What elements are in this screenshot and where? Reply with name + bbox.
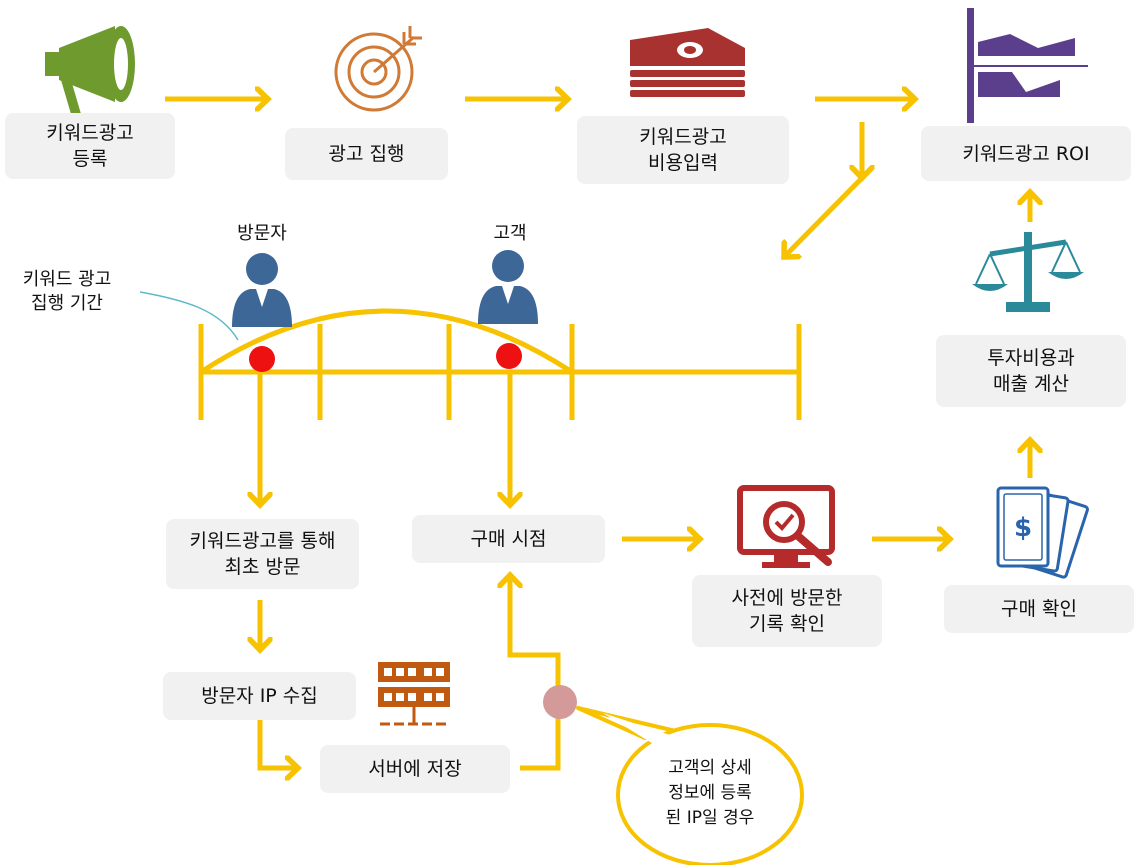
server-icon bbox=[378, 662, 450, 726]
visitor-person-icon bbox=[232, 253, 292, 327]
condition-bubble bbox=[543, 685, 804, 865]
top-flow-arrows bbox=[165, 99, 915, 257]
bubble-condition-text: 고객의 상세 정보에 등록 된 IP일 경우 bbox=[665, 758, 755, 828]
box-cost-input: 키워드광고 비용입력 bbox=[577, 116, 789, 184]
box-invest-sales-calc: 투자비용과 매출 계산 bbox=[936, 335, 1126, 407]
box-first-visit: 키워드광고를 통해 최초 방문 bbox=[166, 519, 359, 589]
money-stack-icon bbox=[630, 28, 745, 97]
label-visitor: 방문자 bbox=[237, 223, 287, 244]
visitor-point bbox=[249, 346, 275, 372]
box-ip-collect: 방문자 IP 수집 bbox=[163, 672, 356, 720]
label-customer: 고객 bbox=[493, 223, 527, 244]
box-ad-register: 키워드광고 등록 bbox=[5, 113, 175, 179]
balance-scale-icon bbox=[972, 232, 1084, 312]
arrow-ip-to-server bbox=[257, 720, 298, 768]
middle-flow-arrows bbox=[260, 192, 1030, 768]
svg-text:$: $ bbox=[1014, 513, 1032, 543]
megaphone-icon bbox=[45, 26, 135, 114]
arrow-cost-diagonal bbox=[784, 176, 864, 257]
roi-chart-icon bbox=[967, 8, 1088, 123]
period-pointer-line bbox=[139, 291, 239, 341]
target-icon bbox=[334, 26, 422, 112]
box-roi: 키워드광고 ROI bbox=[921, 126, 1131, 181]
box-purchase-time: 구매 시점 bbox=[412, 515, 605, 563]
period-arc bbox=[199, 308, 574, 375]
branch-dot bbox=[543, 685, 577, 719]
box-server-save: 서버에 저장 bbox=[320, 745, 510, 793]
customer-person-icon bbox=[478, 250, 538, 324]
monitor-search-icon bbox=[737, 485, 835, 568]
label-ad-period: 키워드 광고 집행 기간 bbox=[22, 269, 112, 314]
arrow-server-to-purchase bbox=[510, 575, 561, 771]
ad-period-timeline bbox=[139, 291, 802, 420]
cash-icon: $ bbox=[996, 486, 1089, 579]
box-history-check: 사전에 방문한 기록 확인 bbox=[692, 575, 882, 647]
box-purchase-confirm: 구매 확인 bbox=[944, 585, 1134, 633]
box-ad-execute: 광고 집행 bbox=[285, 128, 448, 180]
customer-point bbox=[496, 343, 522, 369]
